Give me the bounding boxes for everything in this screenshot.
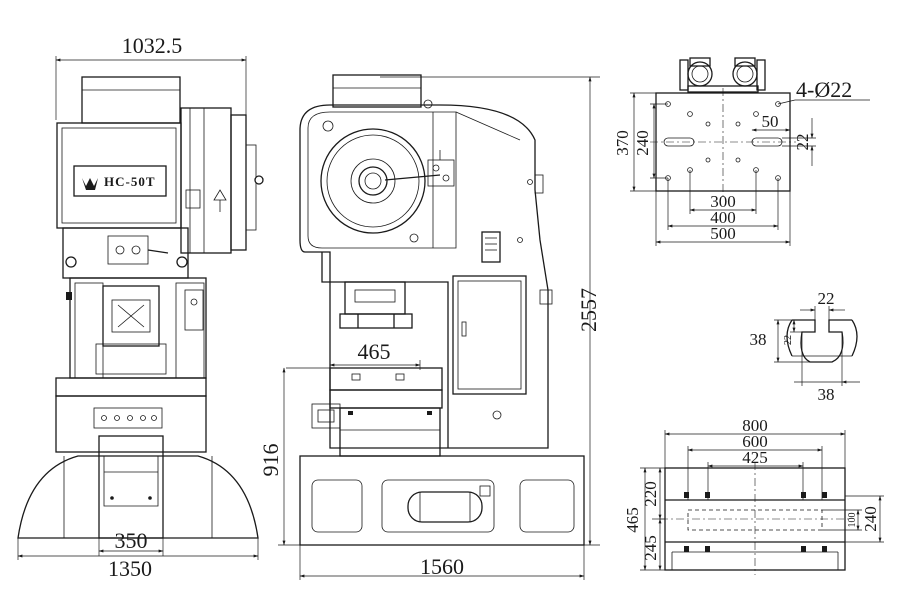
dim-400: 400 [710,208,736,227]
dim-tslot-bottom: 38 [818,385,835,404]
slide-plan: 4-Ø22 370 240 50 22 300 400 500 [613,57,870,246]
dim-chute: 350 [115,528,148,553]
front-view: 1032.5 HC-50T [17,33,264,581]
dim-tslot-top: 22 [818,289,835,308]
dim-800: 800 [742,416,768,435]
dim-50: 50 [762,112,779,131]
dim-500: 500 [710,224,736,243]
dim-holes: 4-Ø22 [796,77,852,102]
dim-300: 300 [710,192,736,211]
dim-width-top: 1032.5 [122,33,183,58]
dim-table-height: 916 [258,444,283,477]
dim-22-slot: 22 [793,134,812,151]
dim-370: 370 [613,130,632,156]
dim-220: 220 [641,481,660,507]
dim-425: 425 [742,448,768,467]
dim-tslot-neck: 22 [783,335,794,345]
model-label: HC-50T [104,174,156,189]
dim-240-bolster: 240 [861,506,880,532]
dim-base-depth: 1560 [420,554,464,579]
tslot-detail: 22 38 22 38 [750,289,860,404]
side-view: 2557 [258,74,601,580]
dim-240: 240 [633,130,652,156]
dim-600: 600 [742,432,768,451]
dim-table-depth: 465 [358,339,391,364]
dim-total-height: 2557 [576,288,601,332]
dim-width-base: 1350 [108,556,152,581]
dim-245: 245 [641,535,660,561]
bolster-plan: 800 600 425 465 220 245 100 240 [623,416,884,575]
dim-465: 465 [623,507,642,533]
dim-tslot-height: 38 [750,330,767,349]
dim-100: 100 [847,513,858,528]
